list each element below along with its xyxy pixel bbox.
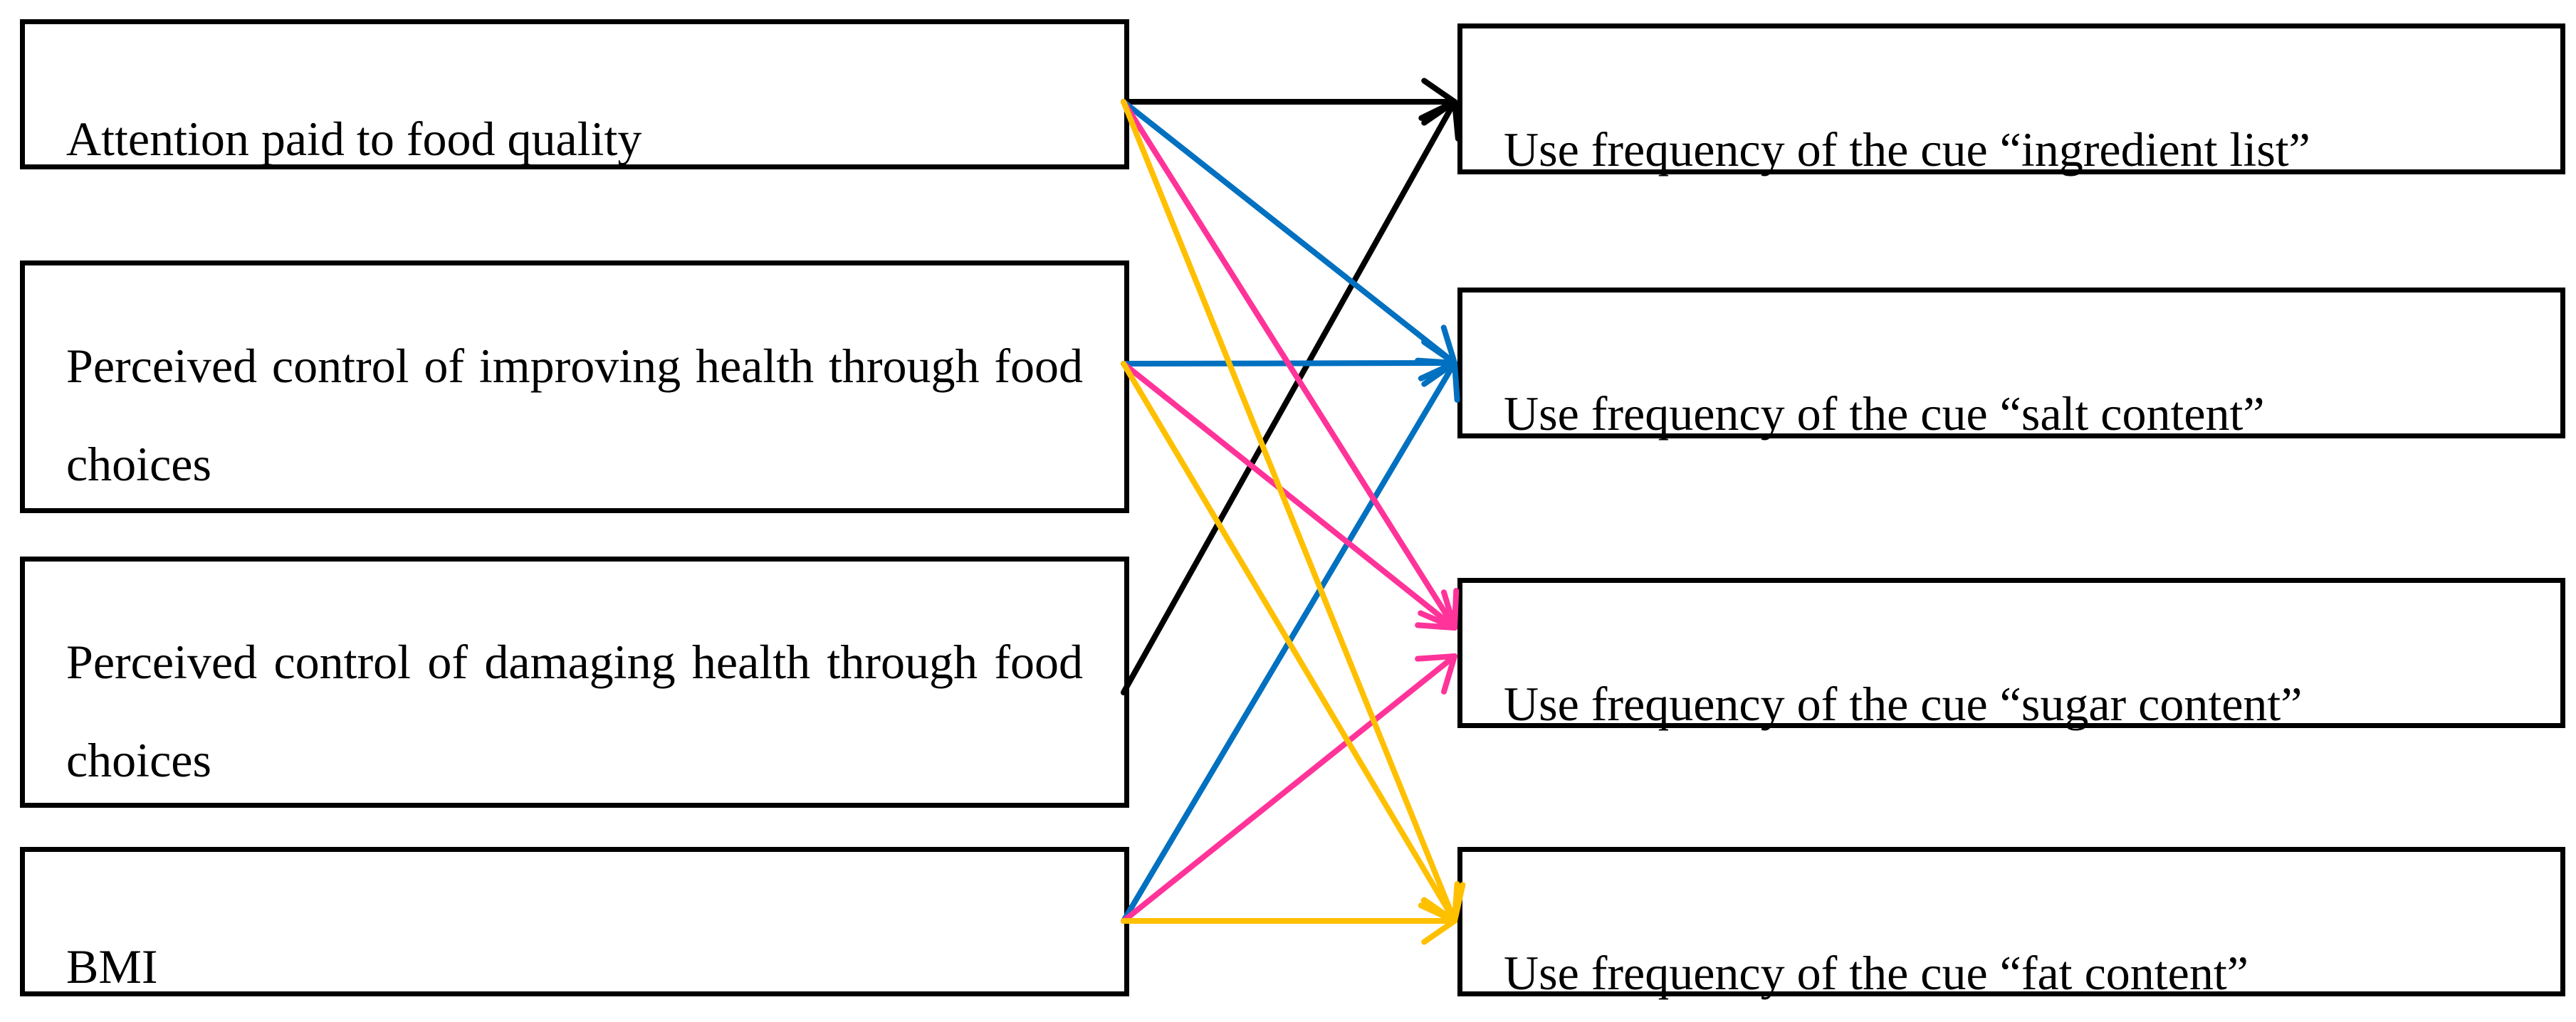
arrow-line xyxy=(1121,99,1457,631)
outcome-box-sugar-content: Use frequency of the cue “sugar content” xyxy=(1457,578,2565,731)
arrow-p1-to-o1 xyxy=(1121,339,1457,387)
predictor-label: Perceived control of improving health th… xyxy=(66,339,1083,491)
arrow-p1-to-o3 xyxy=(1121,361,1460,924)
arrow-line xyxy=(1121,361,1457,631)
arrow-head xyxy=(1415,589,1457,631)
outcome-box-ingredient-list: Use frequency of the cue “ingredient lis… xyxy=(1457,23,2565,177)
arrow-p2-to-o0 xyxy=(1121,99,1461,695)
arrow-head xyxy=(1418,360,1460,403)
outcome-label: Use frequency of the cue “sugar content” xyxy=(1504,677,2303,731)
arrow-line xyxy=(1121,361,1457,924)
arrow-line xyxy=(1121,360,1457,367)
arrow-p0-to-o1 xyxy=(1121,99,1457,366)
arrow-p1-to-o2 xyxy=(1121,361,1457,631)
arrow-p0-to-o0 xyxy=(1121,78,1457,126)
arrow-line xyxy=(1121,99,1457,924)
predictor-label: Attention paid to food quality xyxy=(66,112,642,166)
predictor-label: Perceived control of damaging health thr… xyxy=(66,635,1083,787)
outcome-box-salt-content: Use frequency of the cue “salt content” xyxy=(1457,288,2565,441)
arrow-head xyxy=(1415,653,1457,695)
arrow-line xyxy=(1121,99,1457,366)
arrow-p3-to-o3 xyxy=(1121,897,1457,945)
predictor-label: BMI xyxy=(66,939,158,994)
predictor-box-control-improving-health: Perceived control of improving health th… xyxy=(20,260,1129,513)
outcome-box-fat-content: Use frequency of the cue “fat content” xyxy=(1457,847,2565,1000)
arrow-line xyxy=(1121,99,1457,695)
arrow-head xyxy=(1421,78,1457,126)
outcome-label: Use frequency of the cue “fat content” xyxy=(1504,946,2248,1000)
outcome-label: Use frequency of the cue “ingredient lis… xyxy=(1504,122,2310,177)
arrow-p3-to-o1 xyxy=(1121,360,1460,924)
arrow-head xyxy=(1418,588,1460,631)
predictor-box-control-damaging-health: Perceived control of damaging health thr… xyxy=(20,557,1129,808)
arrow-line xyxy=(1121,360,1457,924)
arrow-head xyxy=(1418,99,1461,142)
arrow-head xyxy=(1415,325,1457,366)
outcome-label: Use frequency of the cue “salt content” xyxy=(1504,386,2265,441)
arrow-p3-to-o2 xyxy=(1121,653,1457,924)
arrow-head xyxy=(1421,339,1457,387)
predictor-box-bmi: BMI xyxy=(20,847,1129,996)
arrow-line xyxy=(1121,653,1457,924)
arrow-p0-to-o2 xyxy=(1121,99,1460,631)
arrow-p0-to-o3 xyxy=(1121,99,1466,924)
predictor-box-attention-food-quality: Attention paid to food quality xyxy=(20,19,1129,169)
arrow-head xyxy=(1421,897,1457,945)
arrow-head xyxy=(1418,881,1460,924)
